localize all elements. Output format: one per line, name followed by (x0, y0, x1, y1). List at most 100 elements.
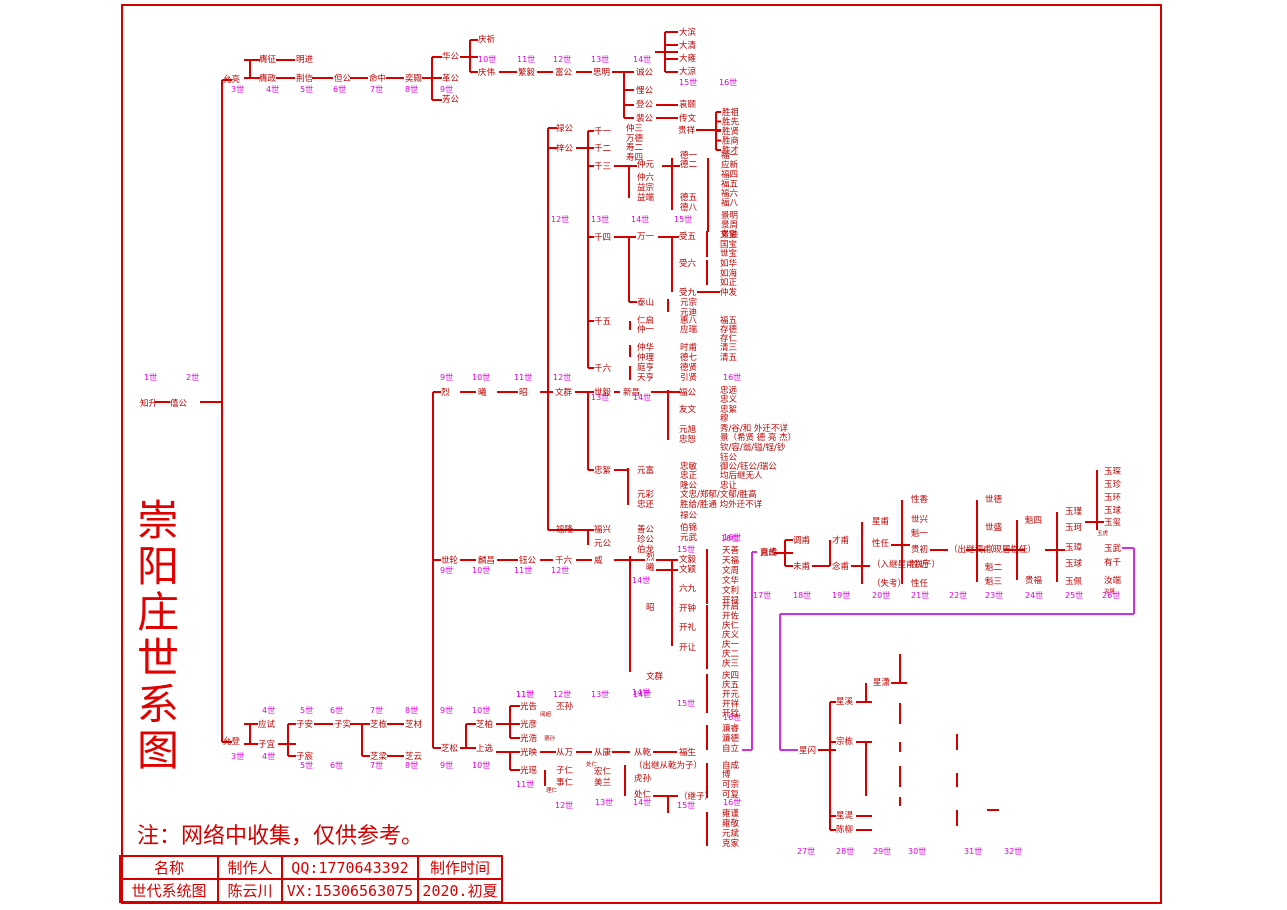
member-name: 庆义 (722, 630, 740, 641)
member-name: 性任 (911, 578, 929, 589)
member-name: 才甫 (832, 535, 849, 546)
generation-label: 30世 (908, 846, 926, 856)
member-name: 袁颐 (679, 99, 697, 110)
page-title: 崇阳庄世系图 (136, 496, 179, 775)
member-name: 忠恕 (679, 434, 696, 445)
member-name: 景明 (721, 211, 738, 221)
generation-label: 16世 (721, 533, 739, 543)
generation-label: 28世 (836, 846, 854, 856)
info-table: 名称 制作人 QQ:1770643392 制作时间 世代系统图 陈云川 VX:1… (119, 855, 503, 903)
member-name: 元武 (680, 532, 698, 543)
generation-label: 10世 (472, 705, 490, 715)
member-name: 福生 (679, 747, 697, 758)
member-name: 芝栋 (370, 719, 388, 730)
generation-label: 12世 (553, 689, 571, 699)
generation-label: 15世 (679, 77, 697, 87)
member-name: 玉瑾 (1065, 506, 1083, 517)
member-name: 寿二 (626, 142, 644, 153)
member-name: 麟昌 (478, 555, 495, 566)
member-name: 庆二 (722, 649, 740, 660)
member-name: 庆祈 (478, 34, 496, 45)
member-name: 大涼 (679, 66, 697, 77)
member-name: 万德 (626, 133, 644, 144)
member-name: 玉佩 (1065, 576, 1083, 587)
member-name: 福五 (720, 315, 738, 326)
member-name: 忠还 (637, 499, 655, 510)
member-name: 开禄 (722, 595, 740, 606)
member-name: 千五 (594, 316, 612, 327)
member-name: 忠义 (720, 395, 738, 405)
member-name: 世兴 (911, 514, 929, 525)
member-name: 调甫 (793, 535, 810, 546)
member-name: 庭亨 (637, 362, 654, 373)
member-name: 世宝 (720, 248, 737, 259)
member-name: 魁四 (1025, 515, 1042, 526)
member-name: 光浩 (520, 733, 538, 744)
member-name: 万一 (637, 232, 655, 242)
generation-label: 25世 (1065, 590, 1083, 600)
member-name: 诚公 (636, 67, 654, 78)
member-name: 时甫 (680, 342, 697, 353)
member-name: 庆伟 (478, 67, 496, 78)
member-name: 隆公 (680, 480, 698, 491)
member-name: 世德 (985, 494, 1003, 505)
member-name: 德贤 (680, 362, 698, 373)
member-name: 胜给/胜通 均外迁不详 (680, 499, 763, 510)
member-name: 从康 (594, 747, 612, 758)
member-name: 善公 (637, 524, 655, 535)
member-name: 御公/钰公/瑞公 (720, 461, 777, 472)
member-name: 仲三 (626, 123, 643, 134)
member-name: 芳公 (442, 94, 460, 105)
member-name: 魁二 (985, 562, 1003, 573)
member-name: 星溪 (836, 696, 854, 707)
member-name: 伯锦 (680, 522, 697, 533)
member-name: 景（希贤 德 亮 杰） (720, 432, 796, 443)
member-name: 贵祥 (678, 125, 696, 136)
generation-label: 9世 (440, 705, 453, 715)
member-name: 庆四 (722, 670, 739, 681)
generation-label: 15世 (677, 544, 695, 554)
member-name: 新昌 (623, 387, 640, 398)
member-name: 传文 (679, 113, 697, 124)
member-name: 福六 (721, 188, 739, 199)
member-name: 文毅 (679, 554, 697, 565)
generation-label: 12世 (553, 372, 571, 382)
member-name: 如正 (720, 277, 738, 288)
info-header-row: 名称 制作人 QQ:1770643392 制作时间 (119, 855, 503, 880)
member-name: 存仁 (720, 333, 738, 344)
member-name: 元迪 (680, 307, 698, 318)
generation-label: 11世 (516, 779, 534, 789)
info-value-cell: 陈云川 (217, 878, 283, 903)
generation-label: 16世 (719, 77, 737, 87)
member-name: 忠远 (720, 386, 738, 396)
member-name: 自成 (760, 547, 778, 558)
member-name: 仲理 (637, 352, 655, 363)
member-name: 仲华 (637, 342, 655, 353)
member-name: 仲元 (637, 159, 655, 170)
member-name: 文忠/郑郁/文郁/胜高 (680, 489, 757, 500)
generation-label: 23世 (985, 590, 1003, 600)
member-name: 益端 (637, 192, 655, 203)
member-name: 天亨 (637, 372, 654, 383)
member-name: 可宗 (722, 779, 739, 790)
member-name: 事仁 (556, 777, 574, 788)
member-name: 命中 (369, 73, 386, 84)
member-name: 裴公 (636, 113, 654, 124)
generation-label: 13世 (591, 214, 609, 224)
member-name: 福隆 (556, 524, 574, 535)
member-name: 曦 (646, 562, 655, 573)
generation-label: 7世 (370, 705, 383, 715)
generation-label: 27世 (797, 846, 815, 856)
member-name: 禄公 (680, 510, 698, 521)
member-name: 膺征 (259, 54, 277, 65)
member-name: 钰公 (720, 452, 738, 463)
member-name: 应试 (258, 719, 276, 730)
info-header-cell: 名称 (119, 855, 219, 880)
member-name: 宗栋 (836, 736, 854, 747)
member-name: 繁毅 (518, 67, 536, 78)
generation-label: 8世 (405, 760, 418, 770)
member-name: 清三 (720, 342, 737, 353)
member-name: 引贤 (680, 373, 698, 383)
generation-label: 14世 (632, 575, 650, 585)
